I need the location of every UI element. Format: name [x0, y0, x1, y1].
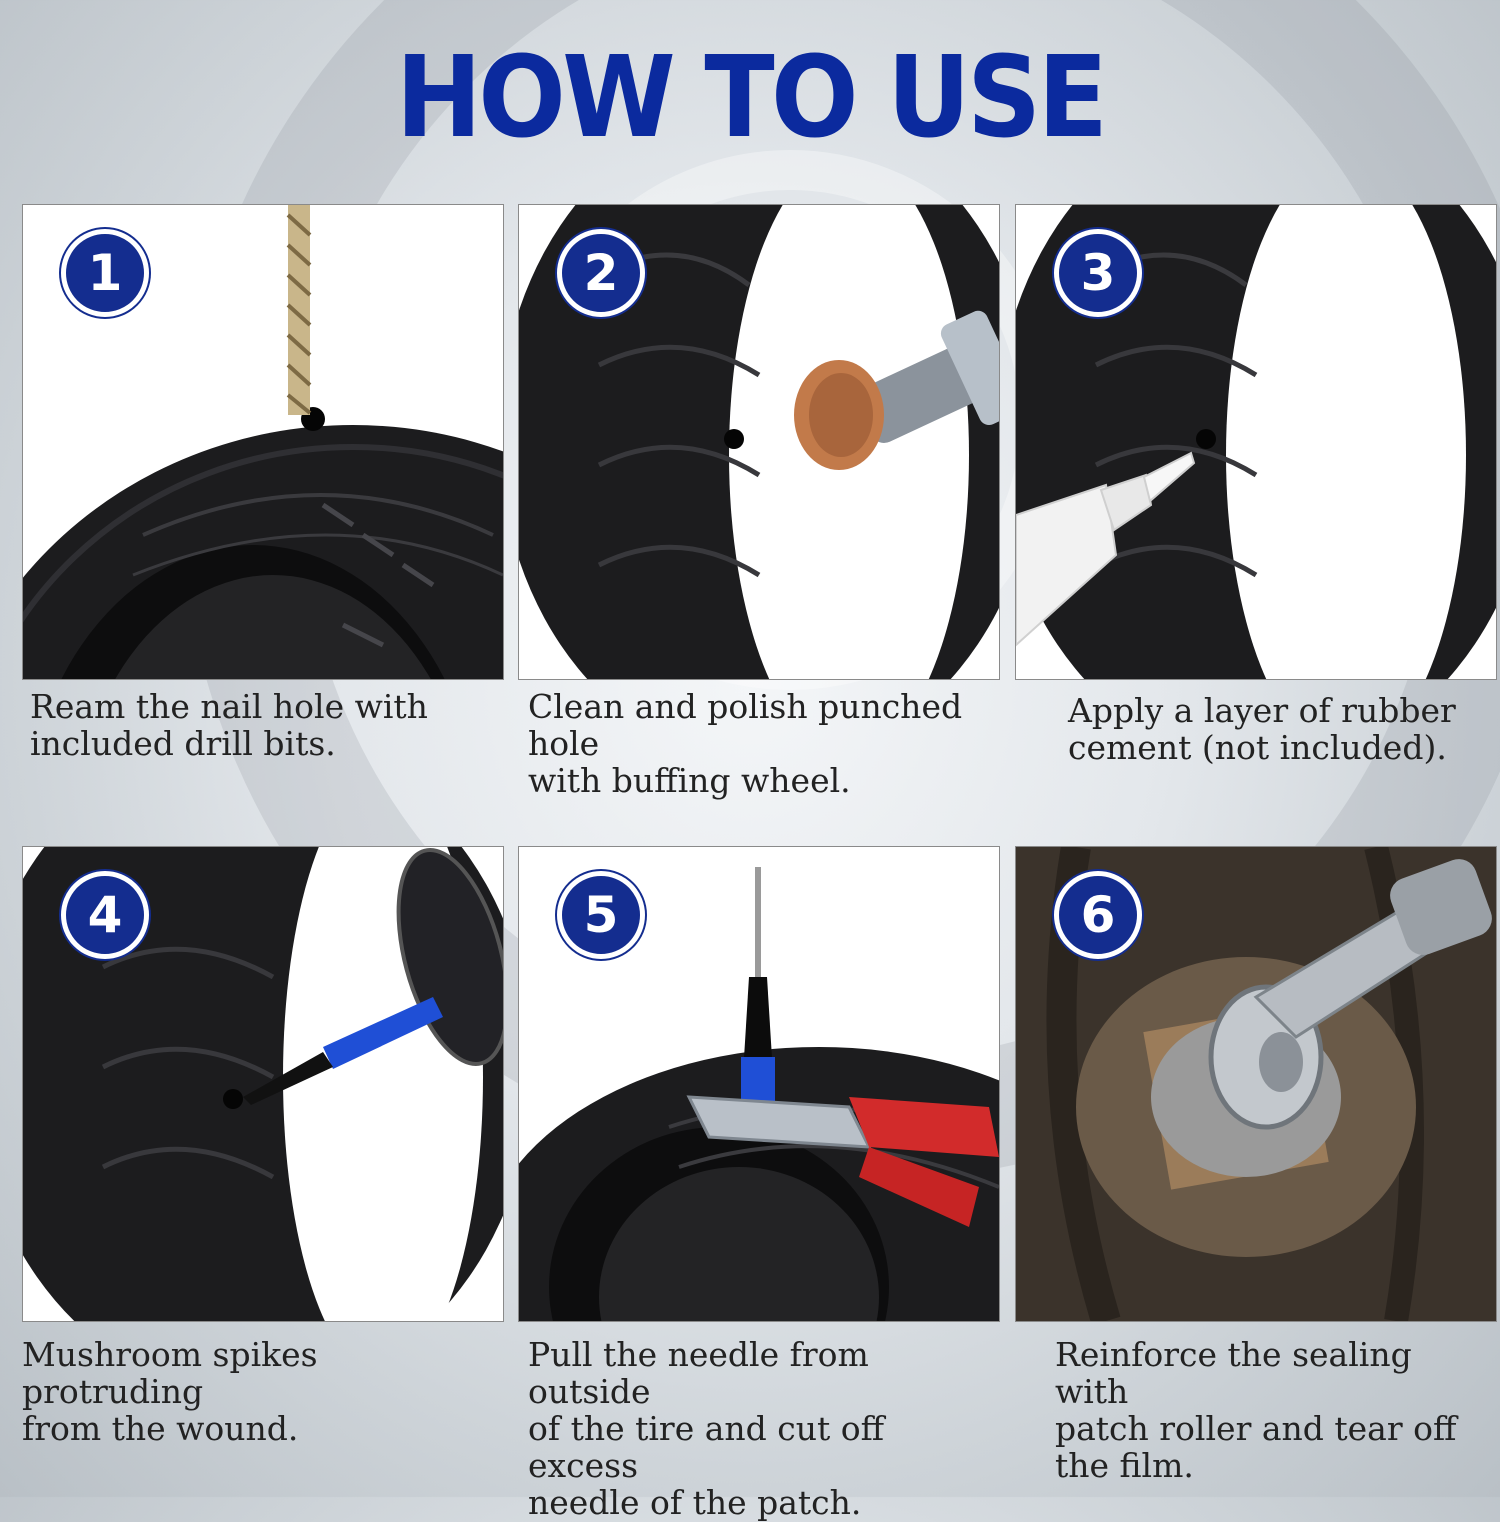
step-2-image: 2: [518, 204, 1000, 680]
step-6-caption-line-2: patch roller and tear off: [1055, 1409, 1457, 1448]
step-5-caption: Pull the needle from outside of the tire…: [528, 1336, 998, 1521]
step-2-caption: Clean and polish punched hole with buffi…: [528, 688, 1008, 799]
step-4-illustration: [23, 847, 503, 1321]
step-3-illustration: [1016, 205, 1496, 679]
step-6-illustration: [1016, 847, 1496, 1321]
step-6-caption-line-3: the film.: [1055, 1446, 1194, 1485]
step-4-badge: 4: [61, 871, 149, 959]
step-3-badge: 3: [1054, 229, 1142, 317]
step-1-caption: Ream the nail hole with included drill b…: [30, 688, 510, 762]
step-6-image: 6: [1015, 846, 1497, 1322]
step-1-caption-line-1: Ream the nail hole with: [30, 687, 428, 726]
glue-bottle-icon: [1016, 451, 1196, 647]
drill-bit-icon: [286, 205, 312, 415]
step-5-caption-line-1: Pull the needle from outside: [528, 1335, 869, 1411]
step-5-badge: 5: [557, 871, 645, 959]
step-5-caption-line-2: of the tire and cut off excess: [528, 1409, 885, 1485]
step-6-caption-line-1: Reinforce the sealing with: [1055, 1335, 1412, 1411]
step-2-caption-line-2: with buffing wheel.: [528, 761, 851, 800]
step-1-badge: 1: [61, 229, 149, 317]
step-1-caption-line-2: included drill bits.: [30, 724, 336, 763]
step-3-image: 3: [1015, 204, 1497, 680]
patch-roller-icon: [1208, 859, 1492, 1130]
page-title: HOW TO USE: [395, 33, 1108, 163]
buffing-wheel-icon: [794, 310, 999, 470]
step-4-caption-line-1: Mushroom spikes protruding: [22, 1335, 318, 1411]
step-5-caption-line-3: needle of the patch.: [528, 1483, 862, 1522]
step-4-image: 4: [22, 846, 504, 1322]
mushroom-patch-icon: [243, 848, 503, 1105]
step-5-illustration: [519, 847, 999, 1321]
step-3-caption-line-2: cement (not included).: [1068, 728, 1447, 767]
step-5-image: 5: [518, 846, 1000, 1322]
step-2-illustration: [519, 205, 999, 679]
step-2-badge: 2: [557, 229, 645, 317]
step-2-caption-line-1: Clean and polish punched hole: [528, 687, 963, 763]
step-1-image: 1: [22, 204, 504, 680]
step-4-caption-line-2: from the wound.: [22, 1409, 299, 1448]
step-1-illustration: [23, 205, 503, 679]
step-6-caption: Reinforce the sealing with patch roller …: [1055, 1336, 1485, 1484]
step-3-caption-line-1: Apply a layer of rubber: [1068, 691, 1456, 730]
step-3-caption: Apply a layer of rubber cement (not incl…: [1068, 692, 1488, 766]
step-4-caption: Mushroom spikes protruding from the woun…: [22, 1336, 502, 1447]
pliers-icon: [686, 1095, 999, 1227]
step-6-badge: 6: [1054, 871, 1142, 959]
